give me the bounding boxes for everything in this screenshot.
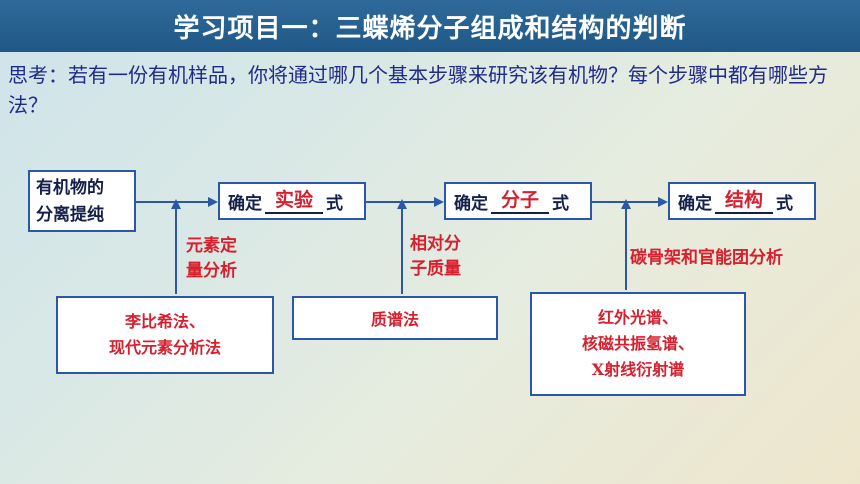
page-title: 学习项目一：三蝶烯分子组成和结构的判断 <box>173 13 687 44</box>
method-box-elemental: 李比希法、 现代元素分析法 <box>56 296 274 374</box>
label-elemental-analysis: 元素定 量分析 <box>186 234 270 284</box>
label-line: 子质量 <box>410 259 461 279</box>
step-answer: 结构 <box>715 188 773 214</box>
step-prefix: 确定 <box>454 193 488 214</box>
step-structural-box: 确定 结构 式 <box>668 182 816 220</box>
step-suffix: 式 <box>326 193 343 214</box>
label-skeleton-analysis: 碳骨架和官能团分析 <box>630 248 783 268</box>
method-line: 红外光谱、 <box>597 308 678 327</box>
question-text: 思考：若有一份有机样品，你将通过哪几个基本步骤来研究该有机物？每个步骤中都有哪些… <box>8 63 828 117</box>
label-line: 元素定 <box>186 236 237 256</box>
step-prefix: 确定 <box>678 193 712 214</box>
method-line: 李比希法、 <box>124 312 205 331</box>
step-suffix: 式 <box>552 193 569 214</box>
separation-line2: 分离提纯 <box>36 205 104 225</box>
step-answer: 实验 <box>265 188 323 214</box>
method-line: 质谱法 <box>370 310 419 329</box>
title-bar: 学习项目一：三蝶烯分子组成和结构的判断 <box>0 0 860 52</box>
step-suffix: 式 <box>776 193 793 214</box>
label-line: 相对分 <box>410 234 461 254</box>
step-molecular-box: 确定 分子 式 <box>444 182 592 220</box>
step-prefix: 确定 <box>228 193 262 214</box>
method-line: X射线衍射谱 <box>591 360 685 379</box>
method-box-mass-spec: 质谱法 <box>292 296 498 340</box>
separation-box: 有机物的 分离提纯 <box>28 170 136 232</box>
label-relative-mass: 相对分 子质量 <box>410 232 486 282</box>
method-line: 核磁共振氢谱、 <box>581 334 694 353</box>
step-empirical-box: 确定 实验 式 <box>218 182 366 220</box>
step-answer: 分子 <box>491 188 549 214</box>
separation-line1: 有机物的 <box>36 178 104 198</box>
label-line: 量分析 <box>186 261 237 281</box>
method-box-spectroscopy: 红外光谱、 核磁共振氢谱、 X射线衍射谱 <box>530 292 746 396</box>
method-line: 现代元素分析法 <box>108 338 221 357</box>
